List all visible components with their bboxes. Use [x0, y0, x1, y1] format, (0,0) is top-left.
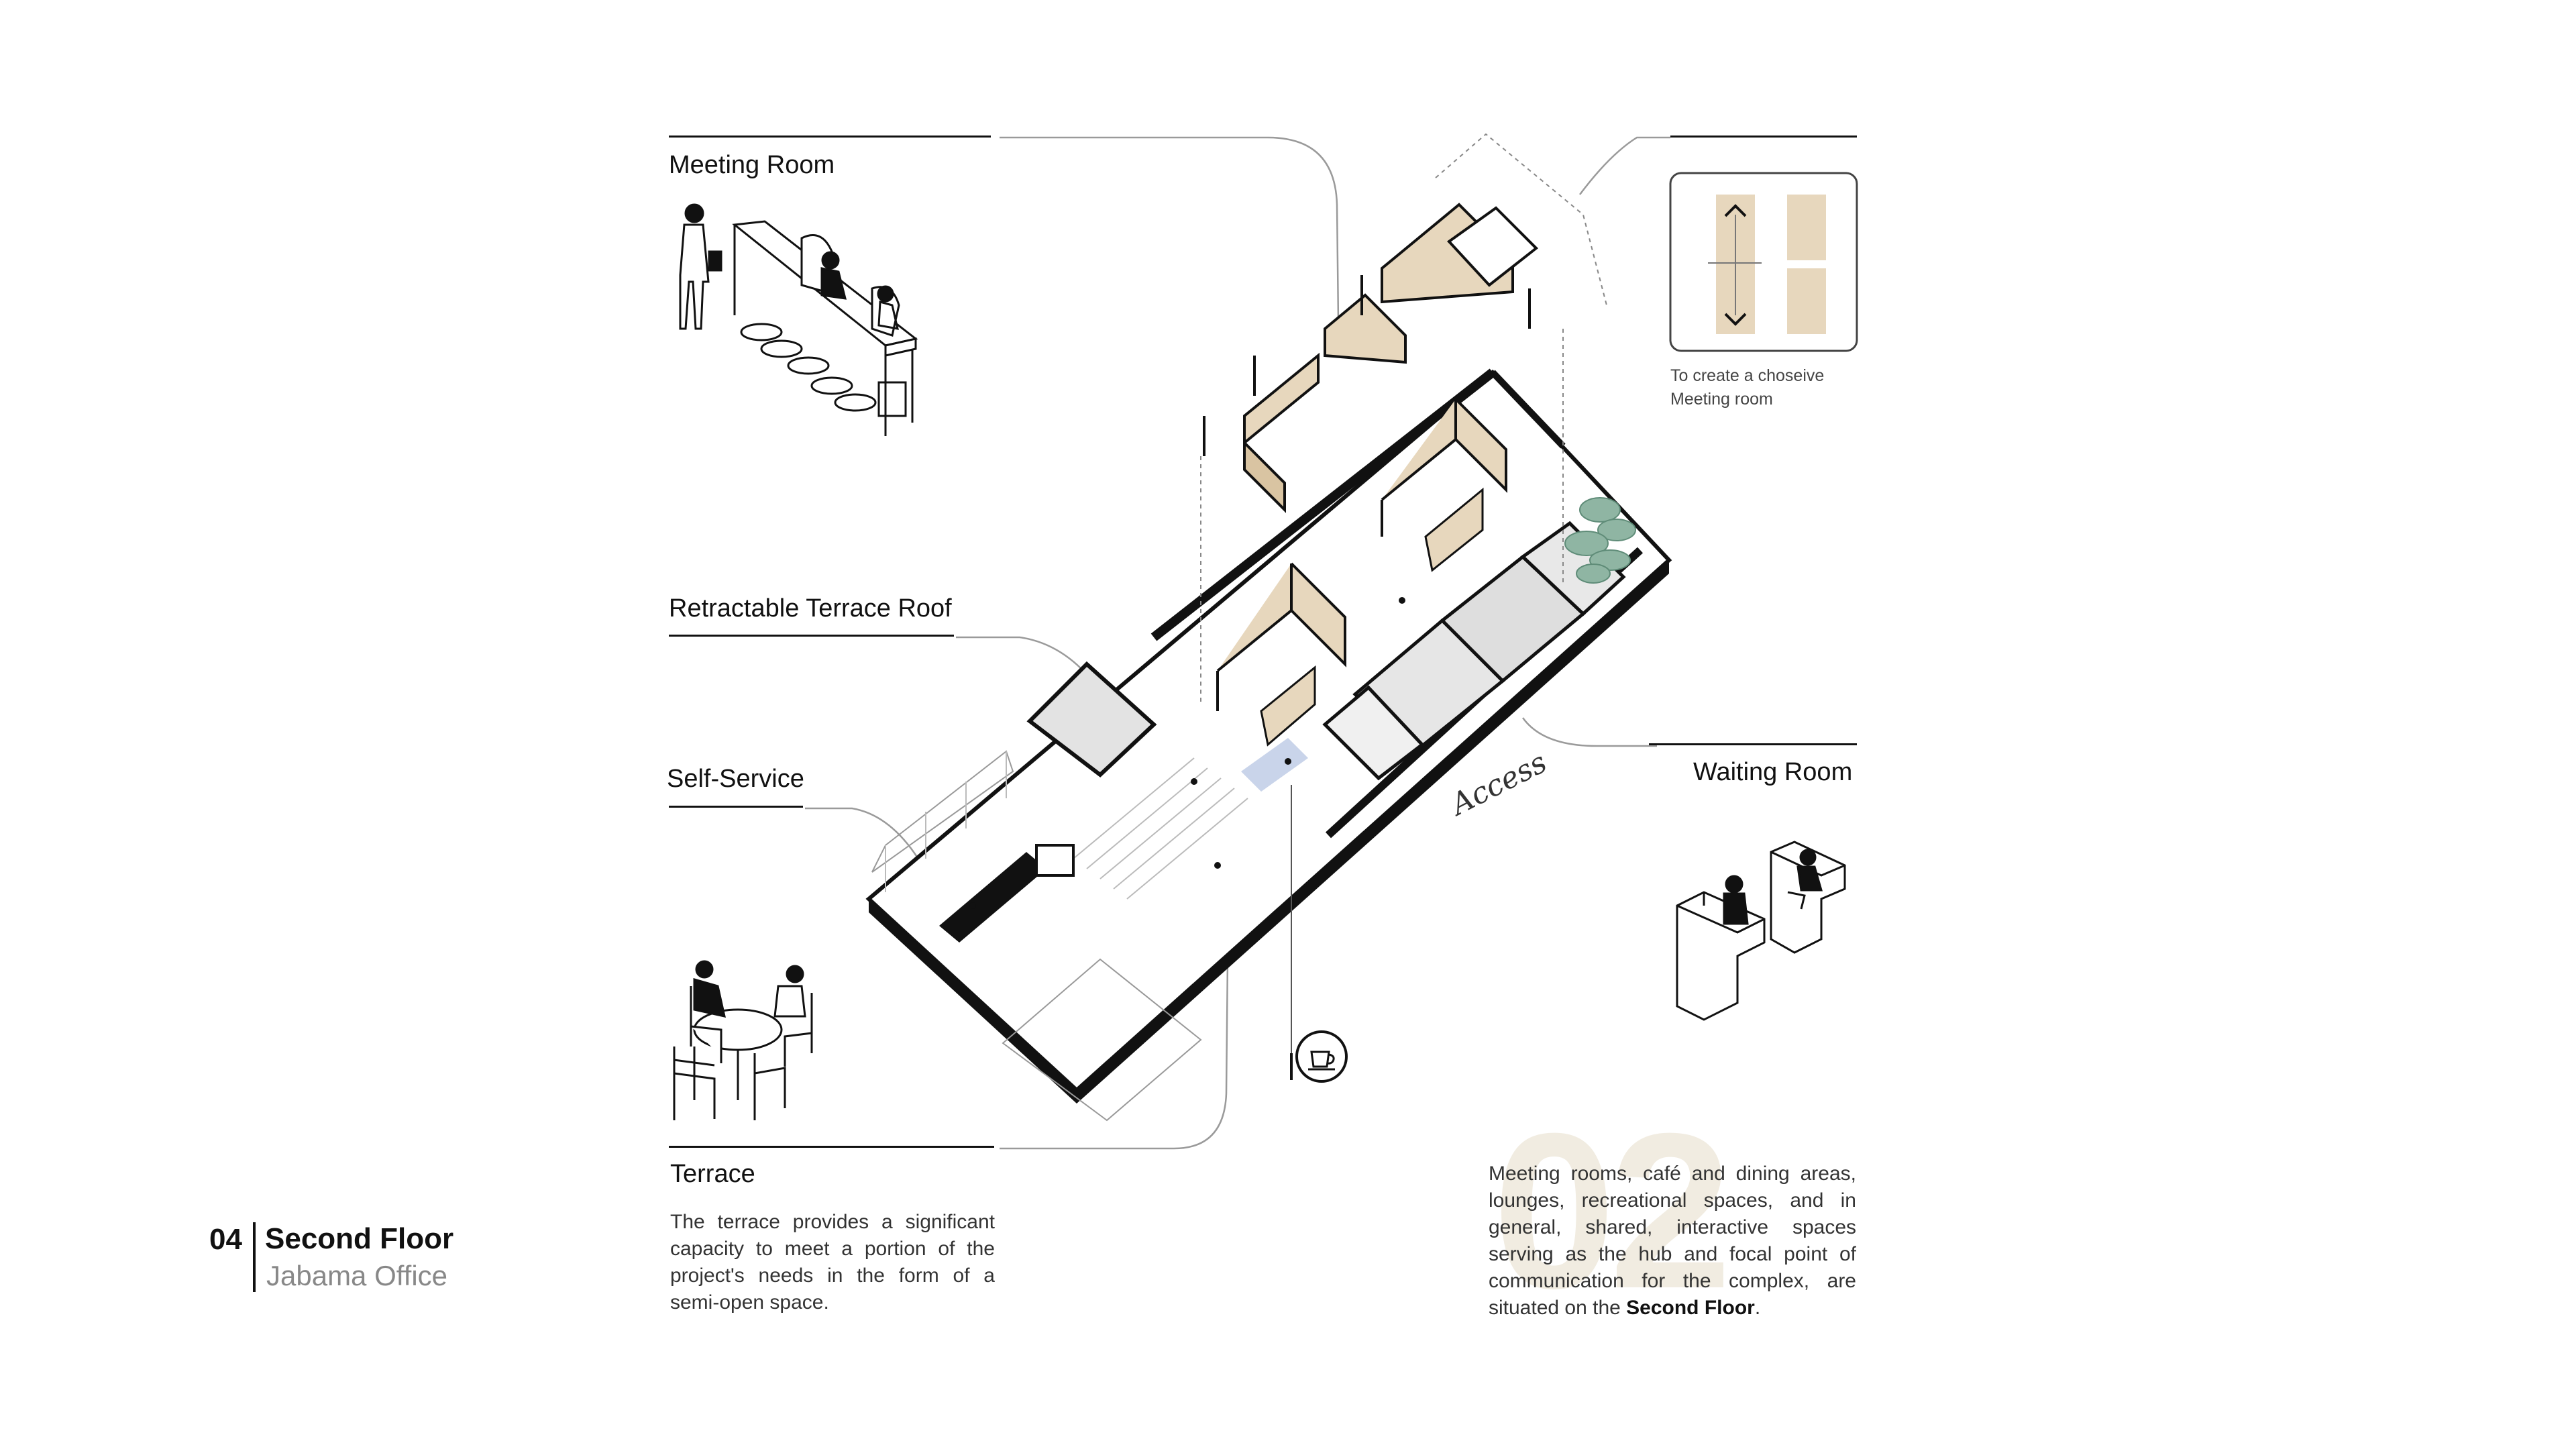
summary-description: Meeting rooms, café and dining areas, lo… [1489, 1161, 1856, 1322]
summary-text: Meeting rooms, café and dining areas, lo… [1489, 1163, 1856, 1319]
plant-icon [1564, 497, 1636, 584]
chevron-up-icon [1724, 204, 1747, 217]
panel-caption-line2: Meeting room [1670, 390, 1773, 409]
waiting-room-rule [1649, 743, 1857, 745]
summary-end: . [1754, 1297, 1761, 1319]
panel-caption-line1: To create a choseive [1670, 366, 1825, 385]
page-title: Second Floor [265, 1222, 454, 1255]
page-subtitle: Jabama Office [266, 1260, 448, 1291]
page-divider [253, 1222, 256, 1292]
page-number: 04 [209, 1223, 242, 1256]
label-waiting-room: Waiting Room [1693, 758, 1853, 786]
self-service-rule [669, 806, 803, 808]
floor-plan [865, 368, 1672, 1122]
leader-lines [805, 136, 1670, 1150]
projection-lines [1200, 133, 1607, 704]
panel-caption: To create a choseive Meeting room [1670, 364, 1824, 411]
terrace-illustration [673, 960, 813, 1120]
label-retractable-terrace-roof: Retractable Terrace Roof [669, 594, 952, 623]
meeting-room-rule [669, 136, 991, 138]
upper-pods [1203, 203, 1539, 513]
label-self-service: Self-Service [667, 765, 804, 793]
terrace-description: The terrace provides a significant capac… [670, 1211, 995, 1313]
meeting-room-illustration [679, 203, 918, 436]
summary-bold: Second Floor [1626, 1297, 1755, 1319]
chevron-down-icon [1724, 313, 1747, 326]
retractable-roof-rule [669, 635, 954, 637]
sliding-partition-panel [1669, 172, 1858, 352]
label-meeting-room: Meeting Room [669, 151, 835, 179]
terrace-rule [669, 1146, 994, 1148]
label-terrace: Terrace [670, 1160, 755, 1188]
coffee-cup-icon [1290, 785, 1348, 1083]
watermark-number: 02 [1493, 1087, 1732, 1334]
waiting-room-illustration [1676, 841, 1846, 1021]
panel-rule [1670, 136, 1857, 138]
